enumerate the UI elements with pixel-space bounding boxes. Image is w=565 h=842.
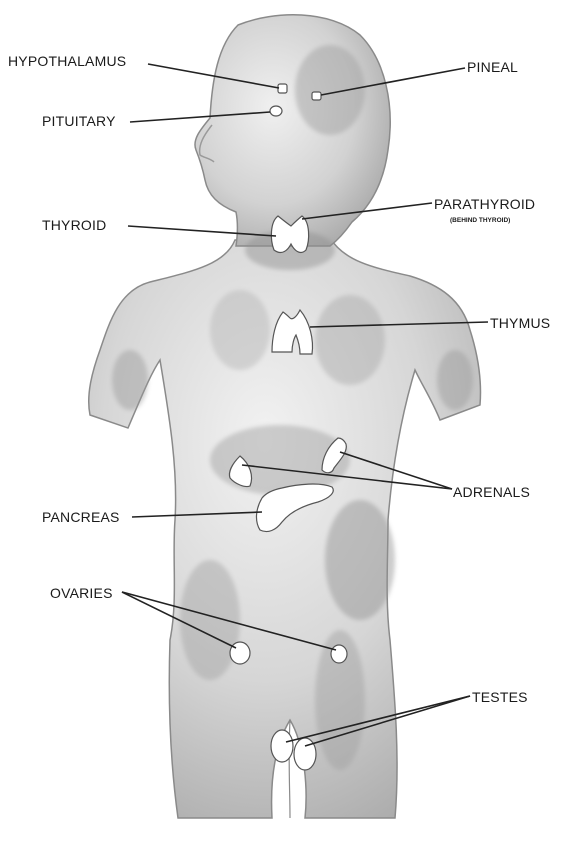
label-thyroid: THYROID [42, 217, 106, 233]
body-silhouette [89, 15, 481, 818]
label-ovaries: OVARIES [50, 585, 113, 601]
testis-left-gland [271, 730, 293, 762]
ovary-right-gland [331, 645, 347, 663]
label-parathyroid-note: (BEHIND THYROID) [450, 217, 510, 224]
label-pineal: PINEAL [467, 59, 518, 75]
label-hypothalamus: HYPOTHALAMUS [8, 53, 126, 69]
label-pancreas: PANCREAS [42, 509, 120, 525]
label-testes: TESTES [472, 689, 528, 705]
pineal-gland [312, 92, 321, 100]
pituitary-gland [270, 106, 282, 116]
ovary-left-gland [230, 642, 250, 664]
label-pituitary: PITUITARY [42, 113, 116, 129]
label-parathyroid: PARATHYROID [434, 196, 535, 212]
label-thymus: THYMUS [490, 315, 550, 331]
testis-right-gland [294, 738, 316, 770]
label-adrenals: ADRENALS [453, 484, 530, 500]
hypothalamus-gland [278, 84, 287, 93]
